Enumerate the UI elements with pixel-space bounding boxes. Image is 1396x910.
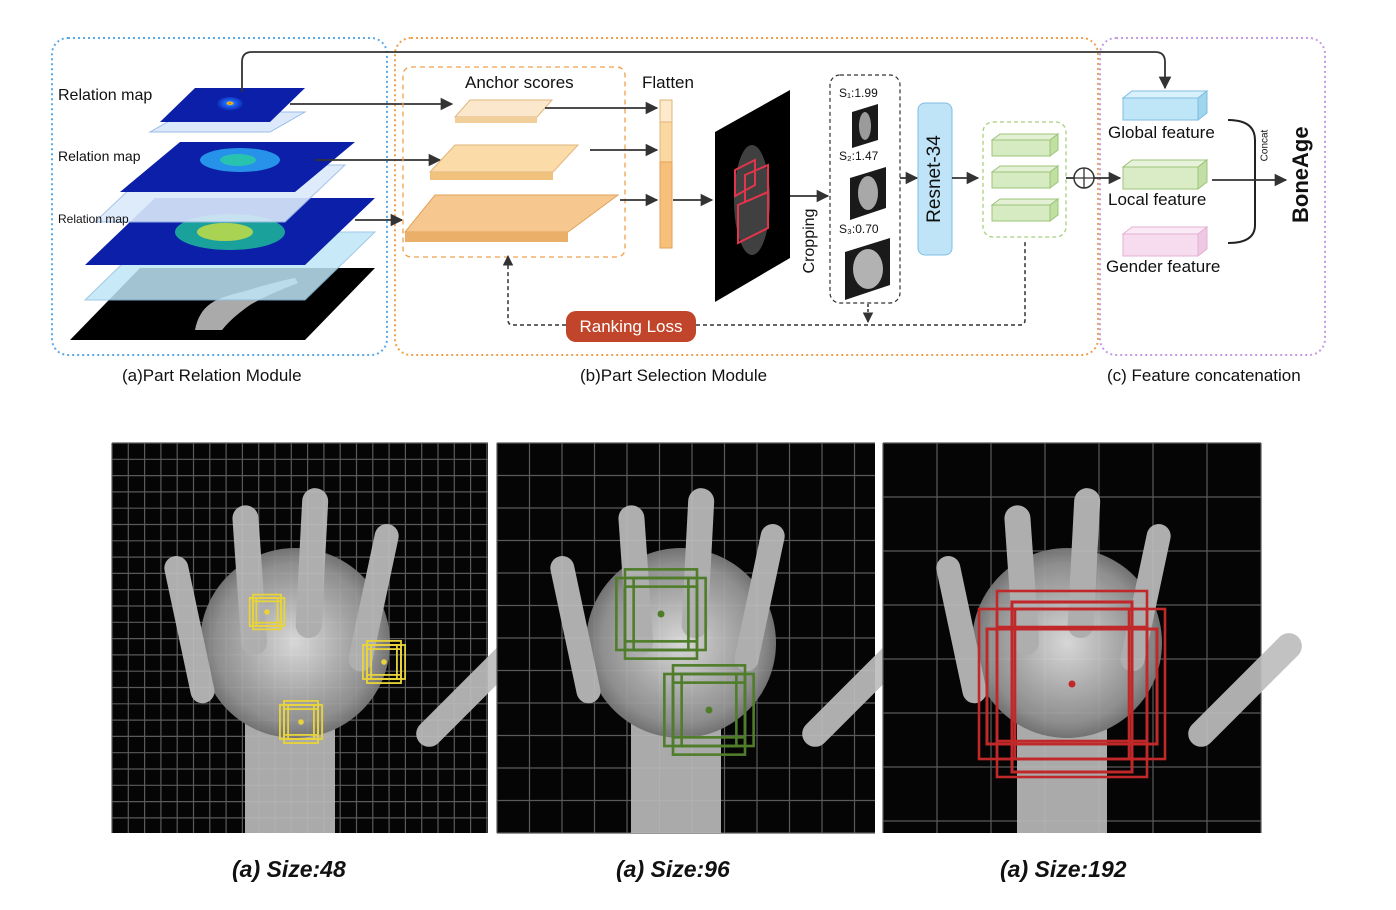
gender-feature-label: Gender feature [1106, 257, 1221, 276]
anchor-box [680, 672, 755, 748]
resnet-label: Resnet-34 [924, 135, 945, 223]
panel-192 [882, 442, 1302, 833]
gender-feature-block [1121, 225, 1209, 258]
relation-map-label-2: Relation map [58, 148, 141, 164]
local-features-box [982, 121, 1067, 238]
panel-caption-96: (a) Size:96 [616, 856, 730, 882]
panel-48 [111, 442, 530, 833]
module-c-frame [1099, 37, 1326, 356]
global-feature-label: Global feature [1108, 123, 1215, 142]
anchor-box [632, 576, 707, 652]
arrow-skip-to-global [241, 51, 1172, 92]
anchor-box-wide [985, 627, 1159, 746]
ranking-loss-right-path [696, 240, 1026, 326]
resnet-block [917, 102, 953, 256]
anchor-layer-2 [428, 144, 580, 173]
global-feature-block [1121, 89, 1209, 122]
panel-caption-192: (a) Size:192 [1000, 856, 1127, 882]
anchor-center [264, 609, 270, 615]
anchor-scores-label: Anchor scores [465, 73, 574, 92]
anchor-layer-3-edge [405, 232, 568, 242]
module-c-caption: (c) Feature concatenation [1107, 366, 1301, 385]
module-a-caption: (a)Part Relation Module [122, 366, 302, 385]
anchor-box [623, 585, 699, 660]
anchor-box [671, 681, 747, 756]
anchor-scores-box [402, 66, 626, 258]
relation-map-label-1: Relation map [58, 87, 153, 104]
local-feature-block-3 [990, 198, 1060, 222]
anchor-size-panels [111, 442, 1302, 834]
heatmap-core-3 [197, 223, 253, 241]
ranking-loss-box [566, 311, 696, 342]
anchor-box [287, 704, 323, 740]
anchor-box [283, 708, 319, 744]
anchor-layer-1 [453, 99, 554, 118]
anchor-box [995, 625, 1149, 779]
crops-box [829, 74, 901, 304]
anchor-box [1013, 607, 1167, 761]
heatmap-hotspot-1 [217, 97, 243, 111]
anchor-box [366, 648, 402, 684]
flatten-label: Flatten [642, 73, 694, 92]
module-a-frame [51, 37, 388, 356]
score-2-label: S₂:1.47 [839, 149, 879, 163]
anchor-box-tall [1010, 600, 1134, 774]
cropping-label: Cropping [801, 208, 818, 274]
anchor-center [657, 610, 665, 618]
local-feature-block [1121, 158, 1209, 191]
anchor-box [255, 597, 286, 627]
anchor-box [370, 644, 406, 680]
anchor-center [298, 719, 304, 725]
score-1-label: S₁:1.99 [839, 86, 878, 100]
local-feature-label: Local feature [1108, 190, 1207, 209]
concat-bracket [1227, 119, 1256, 244]
panel-caption-48: (a) Size:48 [232, 856, 346, 882]
relation-map-label-3: Relation map [58, 212, 129, 226]
score-3-label: S₃:0.70 [839, 222, 879, 236]
layer-stack [70, 88, 377, 340]
crop-box-1 [734, 158, 756, 198]
local-feature-block-1 [990, 133, 1060, 157]
anchor-layer-3 [403, 194, 620, 233]
local-feature-block-2 [990, 165, 1060, 189]
flatten-segment-2 [659, 121, 673, 163]
anchor-layer-1-edge [455, 117, 537, 123]
module-b-caption: (b)Part Selection Module [580, 366, 768, 385]
crop-patch-2-bone [858, 176, 878, 210]
concat-label: Concat [1259, 129, 1271, 162]
crop-patch-1-bone [859, 112, 871, 140]
anchor-layer-2-edge [430, 172, 553, 180]
anchor-center [381, 659, 387, 665]
ranking-loss-left-path [502, 254, 566, 326]
anchor-center [705, 706, 713, 714]
boneage-label: BoneAge [1288, 126, 1313, 223]
flatten-segment-1 [659, 99, 673, 123]
anchor-center [1068, 680, 1076, 688]
anchor-box [252, 600, 282, 631]
crop-box-3 [737, 190, 769, 245]
module-b-frame [394, 37, 1099, 356]
flatten-segment-3 [659, 161, 673, 249]
crop-patch-3-bone [853, 249, 883, 289]
panel-96 [496, 442, 916, 834]
ranking-loss-label: Ranking Loss [579, 317, 683, 336]
heatmap-core-2 [220, 154, 256, 166]
